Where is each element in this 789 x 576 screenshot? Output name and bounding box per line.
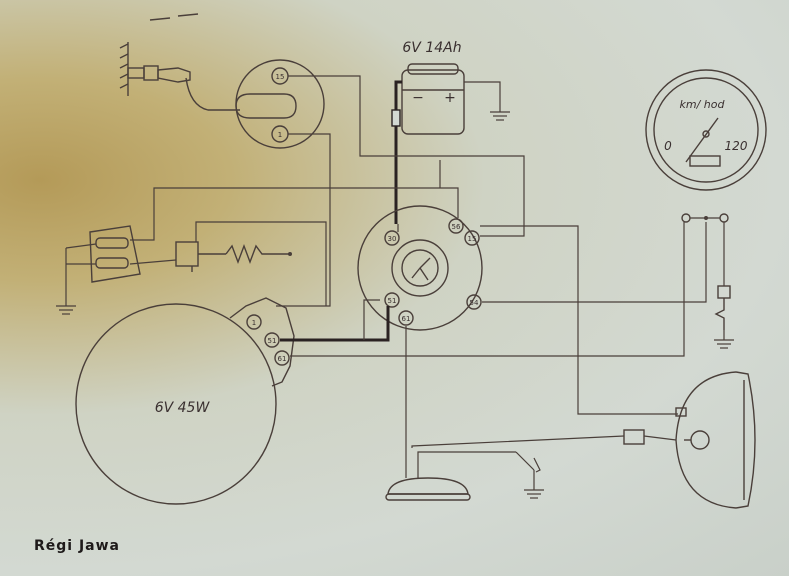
- generator: [75, 297, 295, 505]
- brake-light-switch: [681, 213, 734, 349]
- battery: [401, 63, 465, 135]
- speedometer-min: 0: [664, 139, 672, 153]
- switch-terminal-51: 51: [388, 297, 397, 305]
- switch-terminal-54: 54: [470, 299, 479, 307]
- generator-terminal-51: 51: [268, 337, 277, 345]
- speedometer-unit: km/ hod: [680, 98, 726, 111]
- battery-lead: [394, 80, 402, 224]
- contact-breaker: [56, 225, 141, 315]
- regulator: [175, 241, 292, 272]
- spark-plug: [119, 13, 199, 96]
- generator-terminal-1: 1: [252, 319, 256, 327]
- switch-terminal-30: 30: [388, 235, 397, 243]
- switch-box: [357, 205, 483, 331]
- generator-rating: 6V 45W: [155, 400, 211, 416]
- switch-terminal-56: 56: [452, 223, 461, 231]
- battery-plus: +: [444, 90, 456, 106]
- battery-rating: 6V 14Ah: [402, 40, 461, 56]
- wiring: [129, 75, 707, 478]
- horn: [385, 477, 471, 501]
- headlamp: [623, 371, 756, 509]
- switch-terminal-61: 61: [402, 315, 411, 323]
- coil-terminal-15: 15: [276, 73, 285, 81]
- battery-minus: −: [412, 90, 424, 106]
- switch-terminal-15: 15: [468, 235, 477, 243]
- horn-button: [515, 451, 544, 499]
- speedometer: [645, 69, 767, 191]
- diagram-caption: Régi Jawa: [34, 538, 121, 554]
- generator-terminal-61: 61: [278, 355, 287, 363]
- fuse: [391, 109, 401, 127]
- battery-ground: [464, 81, 510, 121]
- coil-terminal-1: 1: [278, 131, 282, 139]
- speedometer-max: 120: [725, 139, 748, 153]
- ht-lead: [185, 77, 240, 111]
